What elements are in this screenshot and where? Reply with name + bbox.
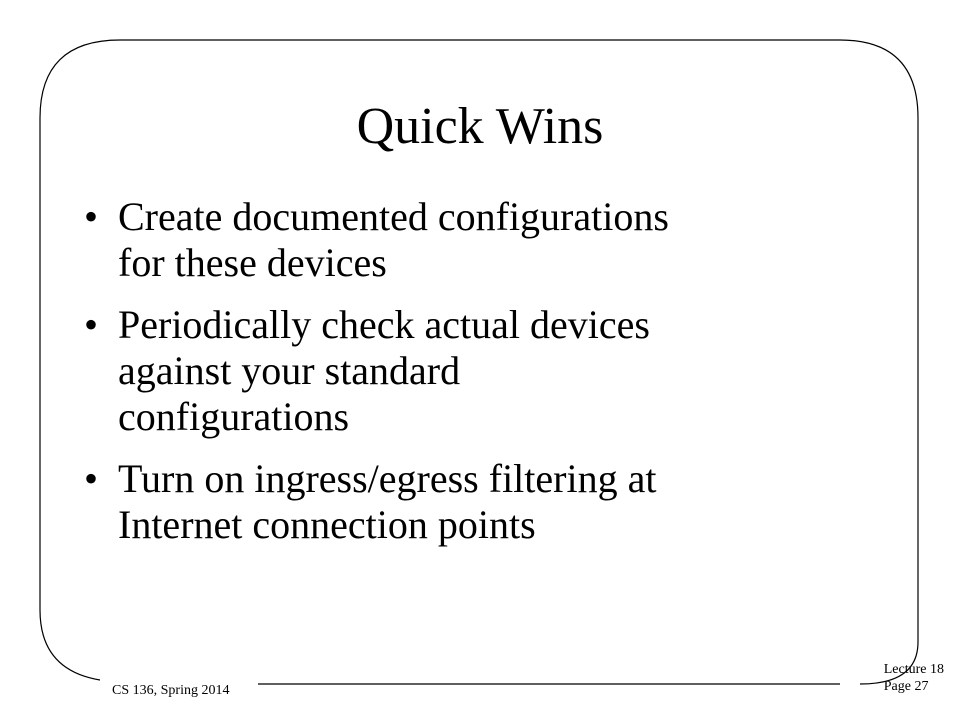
bullet-line: Internet connection points: [118, 502, 536, 547]
bullet-line: Create documented configurations: [118, 194, 669, 239]
slide-title: Quick Wins: [356, 98, 604, 155]
bullet-line: against your standard: [118, 348, 461, 393]
bullet-line: Turn on ingress/egress filtering at: [118, 456, 657, 501]
bullet-line: configurations: [118, 394, 350, 439]
bullet-line: Periodically check actual devices: [118, 302, 650, 347]
bullet-list: • Create documented configurations for t…: [84, 194, 884, 564]
footer-page-number: Page 27: [883, 679, 929, 694]
footer-course: CS 136, Spring 2014: [112, 683, 230, 698]
bullet-item: • Create documented configurations for t…: [84, 194, 884, 286]
footer-lecture: Lecture 18: [883, 662, 944, 677]
bullet-icon: •: [84, 302, 99, 347]
bullet-icon: •: [84, 456, 99, 501]
bullet-item: • Periodically check actual devices agai…: [84, 302, 884, 440]
slide-border: [39, 39, 919, 685]
bullet-icon: •: [84, 194, 99, 239]
bullet-item: • Turn on ingress/egress filtering at In…: [84, 456, 884, 548]
bullet-line: for these devices: [118, 240, 387, 285]
footer-page-info: Lecture 18 Page 27: [884, 661, 944, 695]
